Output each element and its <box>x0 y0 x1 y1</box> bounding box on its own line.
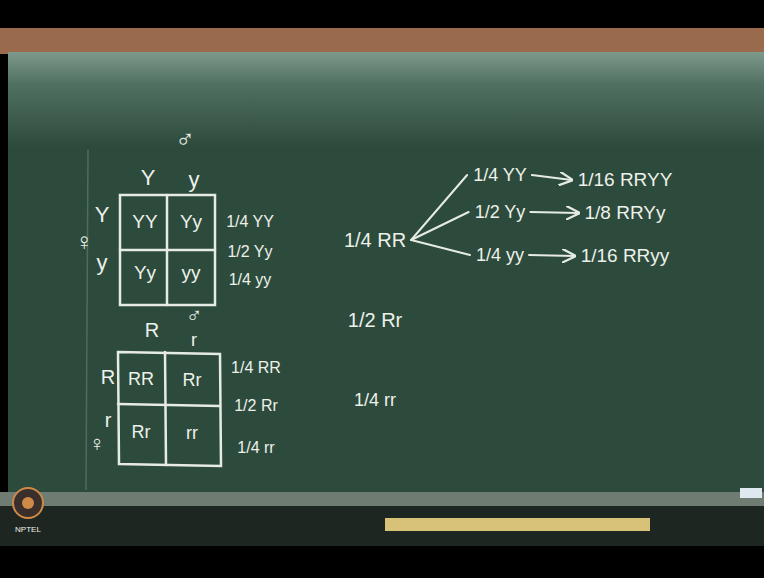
ratio-label: 1/2 Rr <box>348 309 402 332</box>
ratio-label: 1/2 Yy <box>227 243 272 261</box>
genotype-term: 1/4 yy <box>473 244 527 267</box>
branch-line <box>411 175 467 240</box>
allele-header: r <box>191 330 197 351</box>
punnett-grid <box>118 195 221 466</box>
genotype-term: 1/16 RRyy <box>578 244 673 268</box>
term-text: 1/16 RRYY <box>578 169 673 190</box>
grid-frame <box>118 352 221 466</box>
ratio-label: 1/4 yy <box>229 271 272 289</box>
genotype-cell: yy <box>182 262 201 284</box>
board-glare <box>8 52 764 147</box>
board <box>8 52 764 494</box>
board-mark <box>86 150 88 490</box>
genotype-cell: RR <box>128 369 154 390</box>
chalk-piece <box>740 488 762 498</box>
genotype-term: 1/2 Yy <box>472 201 529 224</box>
genotype-term: 1/16 RRYY <box>575 168 676 192</box>
grid-line <box>165 352 166 465</box>
term-text: 1/2 Yy <box>475 202 526 222</box>
branch-line <box>411 240 470 255</box>
term-text: 1/4 RR <box>344 229 406 251</box>
ratio-label: 1/2 Rr <box>234 397 278 415</box>
grid-frame <box>120 195 215 305</box>
chalk-tray <box>0 492 764 506</box>
term-text: 1/16 RRyy <box>581 245 670 266</box>
female-symbol: ♀ <box>75 228 93 256</box>
logo-core <box>22 497 34 509</box>
female-symbol: ♀ <box>89 431 106 456</box>
genotype-cell: rr <box>186 423 198 444</box>
genotype-term: 1/4 RR <box>341 228 409 253</box>
allele-header: R <box>145 319 159 342</box>
allele-row: R <box>101 366 115 389</box>
branch-line <box>411 212 469 240</box>
allele-row: Y <box>95 202 110 227</box>
wall <box>0 506 764 546</box>
allele-row: y <box>97 250 108 275</box>
male-symbol: ♂ <box>186 303 203 328</box>
board-frame <box>0 28 764 54</box>
genotype-term: 1/8 RRYy <box>582 201 669 225</box>
ratio-label: 1/4 YY <box>226 213 274 231</box>
genotype-cell: Yy <box>180 211 202 233</box>
genotype-cell: YY <box>132 211 157 233</box>
term-text: 1/4 yy <box>476 245 524 265</box>
logo-text: NPTEL <box>15 525 41 534</box>
allele-row: r <box>105 409 112 432</box>
ratio-label: 1/4 rr <box>237 439 274 457</box>
genotype-term: 1/4 YY <box>470 164 530 187</box>
grid-line <box>120 249 215 252</box>
ratio-label: 1/4 rr <box>354 390 396 411</box>
duster <box>385 518 650 531</box>
logo-ring <box>13 488 43 518</box>
male-symbol: ♂ <box>175 125 195 155</box>
genotype-cell: Rr <box>183 370 202 391</box>
allele-header: y <box>189 167 200 192</box>
genotype-cell: Rr <box>132 422 151 443</box>
arrow <box>530 212 578 213</box>
allele-header: Y <box>141 165 156 190</box>
grid-line <box>118 404 220 406</box>
term-text: 1/8 RRYy <box>585 202 666 223</box>
arrow <box>529 255 575 256</box>
term-text: 1/4 YY <box>473 165 527 185</box>
genotype-cell: Yy <box>134 262 156 284</box>
arrow <box>532 175 572 180</box>
ratio-label: 1/4 RR <box>231 359 281 377</box>
